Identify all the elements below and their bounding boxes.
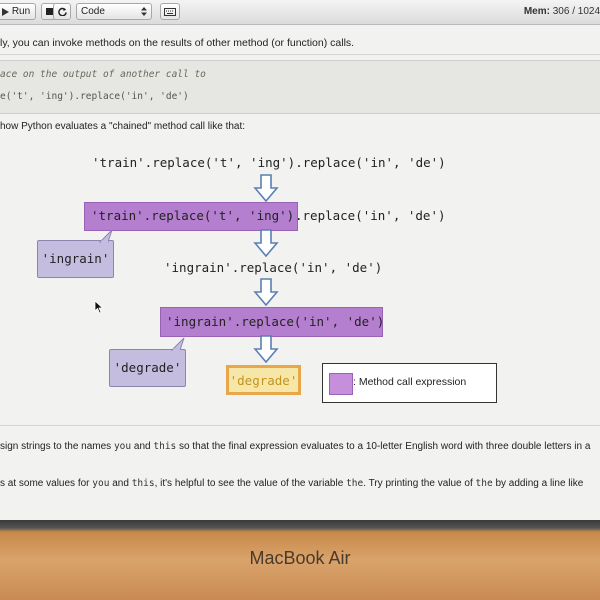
- mode-select-value: Code: [81, 6, 105, 17]
- code-comment: ace on the output of another call to: [0, 69, 206, 80]
- updown-chevron-icon: [141, 7, 147, 16]
- code-you: you: [92, 478, 110, 489]
- mode-select[interactable]: Code: [76, 3, 152, 20]
- device-brand: MacBook Air: [249, 548, 351, 568]
- legend: : Method call expression: [322, 363, 497, 403]
- diagram-line-1: 'train'.replace('t', 'ing').replace('in'…: [92, 155, 446, 170]
- code-line: e('t', 'ing').replace('in', 'de'): [0, 91, 189, 102]
- divider: [0, 54, 600, 55]
- keyboard-icon: [164, 7, 176, 16]
- code-the: the: [346, 478, 364, 489]
- screen: Run Code Mem: 306 / 1024 ly, you can inv…: [0, 0, 600, 520]
- down-arrow-icon: [253, 278, 279, 306]
- code-the: the: [475, 478, 493, 489]
- task-prefix: sign strings to the names: [0, 441, 114, 452]
- down-arrow-icon: [253, 174, 279, 202]
- legend-label: : Method call expression: [353, 376, 467, 388]
- mouse-cursor-icon: [94, 300, 104, 314]
- result-bubble-2: 'degrade': [109, 349, 186, 387]
- diagram-line-2-rest: .replace('in', 'de'): [295, 208, 446, 223]
- memory-value: 306 / 1024: [552, 6, 600, 17]
- chained-call-diagram: 'train'.replace('t', 'ing').replace('in'…: [37, 155, 497, 403]
- hint-text: s at some values for you and this, it's …: [0, 478, 583, 489]
- diagram-line-4-box: 'ingrain'.replace('in', 'de'): [166, 314, 385, 329]
- task-and: and: [131, 441, 154, 452]
- stop-icon: [45, 8, 53, 15]
- memory-label: Mem:: [523, 6, 550, 17]
- memory-readout: Mem: 306 / 1024: [524, 6, 600, 17]
- run-button[interactable]: Run: [0, 3, 36, 20]
- diagram-line-2-box: 'train'.replace('t', 'ing'): [91, 208, 295, 223]
- code-this: this: [153, 441, 177, 452]
- diagram-intro-text: how Python evaluates a "chained" method …: [0, 121, 246, 132]
- result-bubble-1-text: 'ingrain': [41, 251, 110, 266]
- hint-suffix: by adding a line like: [492, 478, 584, 489]
- task-text: sign strings to the names you and this s…: [0, 441, 590, 452]
- code-block: ace on the output of another call to e('…: [0, 60, 600, 114]
- final-result-text: 'degrade': [229, 373, 298, 388]
- down-arrow-icon: [253, 335, 279, 363]
- bubble-tail-icon: [170, 337, 185, 351]
- bubble-tail-icon: [98, 229, 113, 243]
- down-arrow-icon: [253, 229, 279, 257]
- task-suffix: so that the final expression evaluates t…: [176, 441, 591, 452]
- toolbar: Run Code Mem: 306 / 1024: [0, 0, 600, 25]
- code-this: this: [131, 478, 155, 489]
- laptop-bezel: [0, 520, 600, 600]
- run-label: Run: [11, 6, 31, 17]
- intro-text: ly, you can invoke methods on the result…: [0, 37, 355, 49]
- hint-mid: , it's helpful to see the value of the v…: [154, 478, 347, 489]
- legend-swatch: [329, 373, 353, 395]
- method-call-box-1: [84, 202, 298, 231]
- hint-prefix: s at some values for: [0, 478, 93, 489]
- diagram-line-3: 'ingrain'.replace('in', 'de'): [164, 260, 383, 275]
- keyboard-button[interactable]: [160, 3, 180, 20]
- hint-and: and: [109, 478, 132, 489]
- reload-icon: [57, 7, 67, 16]
- reload-button[interactable]: [53, 3, 71, 20]
- code-you: you: [113, 441, 132, 452]
- play-icon: [1, 7, 9, 16]
- divider: [0, 425, 600, 426]
- hint-mid2: . Try printing the value of: [363, 478, 476, 489]
- result-bubble-1: 'ingrain': [37, 240, 114, 278]
- final-result-box: 'degrade': [226, 365, 301, 395]
- result-bubble-2-text: 'degrade': [113, 360, 182, 375]
